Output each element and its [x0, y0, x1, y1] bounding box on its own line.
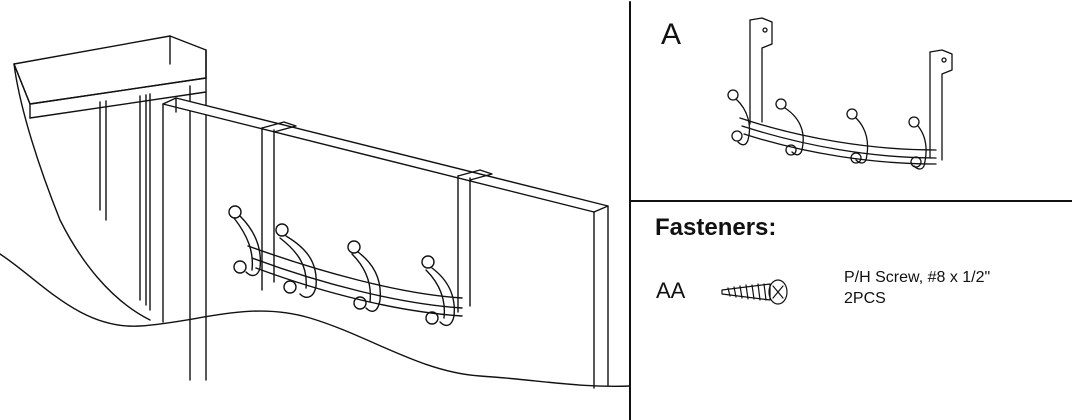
door-slab	[162, 97, 609, 389]
fastener-description: P/H Screw, #8 x 1/2"	[844, 269, 991, 286]
hook-knob	[425, 311, 439, 325]
fastener-quantity: 2PCS	[844, 290, 886, 307]
hook-knob	[228, 205, 242, 219]
rack-bracket-left	[261, 121, 297, 291]
fasteners-title: Fasteners:	[655, 214, 777, 241]
panel-dividers	[629, 1, 1072, 420]
part-a-hook-rack-drawing	[727, 17, 953, 170]
fastener-code: AA	[656, 278, 686, 303]
screw-icon	[721, 279, 788, 305]
door-frame	[13, 35, 207, 381]
hook-knob	[233, 260, 247, 274]
rack-bracket-right	[457, 169, 493, 313]
cutaway-edge	[0, 253, 631, 387]
rack-bar	[247, 245, 463, 317]
hook-knob	[283, 280, 297, 294]
hook-knob	[347, 240, 361, 254]
hook-knob	[353, 296, 367, 310]
hook-knob	[275, 223, 289, 237]
hook-knob	[421, 255, 435, 269]
part-label: A	[661, 18, 682, 51]
hooks	[228, 205, 455, 327]
